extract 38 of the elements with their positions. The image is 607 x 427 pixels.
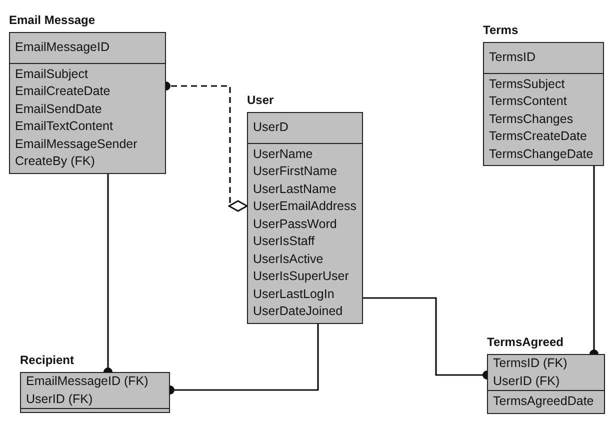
key-field: TermsID [489,49,598,66]
attribute-field: EmailSendDate [15,100,160,118]
attribute-field: UserIsStaff [253,233,357,250]
attribute-field: UserIsActive [253,250,357,268]
attribute-field: TermsChangeDate [489,146,598,163]
attribute-field: UserEmailAddress [253,198,357,216]
entity-table [20,352,170,413]
attribute-field: TermsChanges [489,110,598,128]
attribute-field: UserName [253,146,357,163]
attribute-field: TermsContent [489,93,598,110]
attribute-field: UserLastLogIn [253,286,357,303]
entity-name: User [247,92,275,108]
entity-name: Recipient [20,352,76,368]
key-field: UserID (FK) [26,390,164,408]
attribute-field: EmailCreateDate [15,83,160,100]
attribute-field: UserPassWord [253,216,357,233]
attribute-field: TermsAgreedDate [493,393,599,410]
entity-table [9,12,166,174]
key-field: EmailMessageID [15,39,160,56]
attribute-field: UserFirstName [253,163,357,180]
entity-table [487,334,605,414]
attribute-section [21,408,169,412]
attribute-field: UserDateJoined [253,303,357,320]
attribute-field: EmailMessageSender [15,136,160,153]
entity-name: TermsAgreed [487,334,564,350]
attribute-field: TermsCreateDate [489,128,598,146]
attribute-field: CreateBy (FK) [15,153,160,170]
attribute-field: EmailTextContent [15,118,160,136]
key-field: UserD [253,119,357,136]
attribute-field: UserIsSuperUser [253,268,357,286]
entity-name: Email Message [9,12,96,28]
attribute-field: UserLastName [253,180,357,198]
attribute-field: TermsSubject [489,76,598,93]
key-field: TermsID (FK) [493,355,599,372]
attribute-field: EmailSubject [15,66,160,83]
key-field: UserID (FK) [493,372,599,390]
entity-name: Terms [483,22,520,38]
key-field: EmailMessageID (FK) [26,373,164,390]
